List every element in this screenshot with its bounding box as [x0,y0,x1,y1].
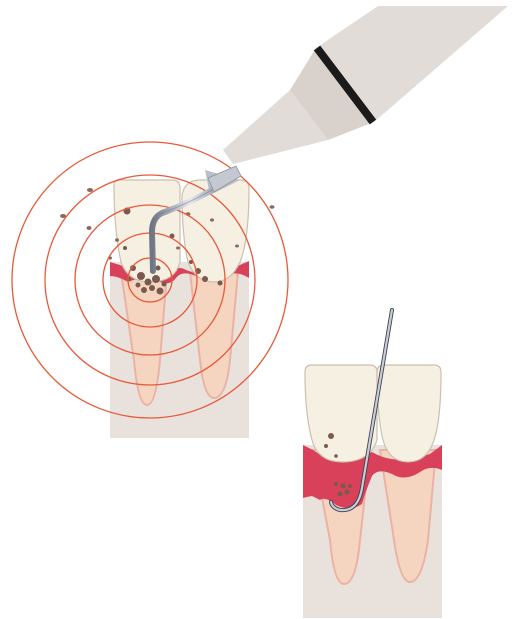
tooth-crown-left-1 [114,180,180,282]
tooth-crown-right-2 [377,365,441,462]
hand-scaling-panel [303,310,442,618]
tooth-crown-left-2 [305,365,377,462]
